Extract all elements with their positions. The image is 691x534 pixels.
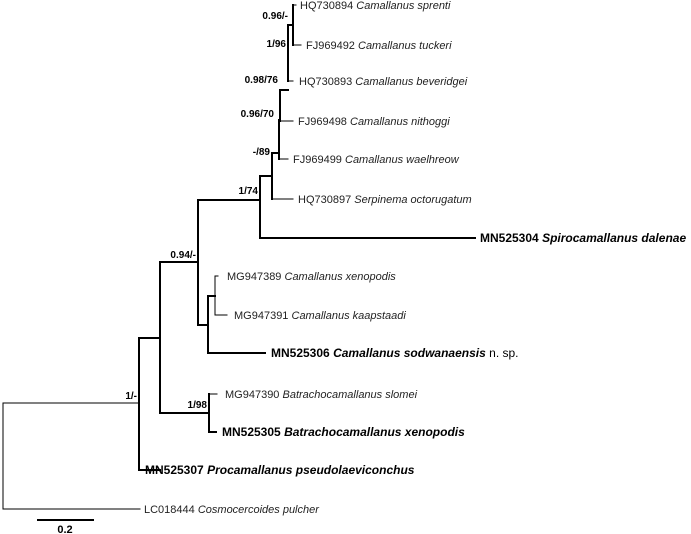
support-value: 1/74 <box>239 186 259 197</box>
tree-branches <box>2 4 476 510</box>
leaf-label: HQ730893 Camallanus beveridgei <box>299 76 468 88</box>
support-value: 0.96/70 <box>241 109 275 120</box>
leaf-label: HQ730897 Serpinema octorugatum <box>298 194 472 206</box>
scale-bar: 0.2 <box>37 519 94 534</box>
support-value: 0.98/76 <box>245 75 279 86</box>
support-value: 0.96/- <box>262 11 288 22</box>
leaf-label: MG947390 Batrachocamallanus slomei <box>225 389 418 401</box>
leaf-label: MG947389 Camallanus xenopodis <box>227 271 396 283</box>
leaf-label: MG947391 Camallanus kaapstaadi <box>234 310 406 322</box>
support-value: 1/96 <box>267 39 287 50</box>
leaf-label: MN525305 Batrachocamallanus xenopodis <box>222 425 465 439</box>
leaf-label: FJ969492 Camallanus tuckeri <box>306 40 452 52</box>
support-value: 1/98 <box>188 400 208 411</box>
support-values: 0.96/- 1/96 0.98/76 0.96/70 -/89 1/74 0.… <box>125 11 288 411</box>
leaf-label: LC018444 Cosmocercoides pulcher <box>144 504 320 516</box>
leaf-label: HQ730894 Camallanus sprenti <box>300 0 451 12</box>
support-value: 1/- <box>125 391 137 402</box>
leaf-label: MN525304 Spirocamallanus dalenae <box>480 231 686 245</box>
scale-bar-label: 0.2 <box>57 524 72 534</box>
leaf-label: MN525306 Camallanus sodwanaensis n. sp. <box>271 346 519 360</box>
leaf-label: FJ969499 Camallanus waelhreow <box>293 154 460 166</box>
leaf-label: FJ969498 Camallanus nithoggi <box>298 116 450 128</box>
support-value: 0.94/- <box>170 250 196 261</box>
leaf-labels: HQ730894 Camallanus sprenti FJ969492 Cam… <box>144 0 686 516</box>
leaf-label: MN525307 Procamallanus pseudolaeviconchu… <box>145 463 415 477</box>
support-value: -/89 <box>253 147 271 158</box>
